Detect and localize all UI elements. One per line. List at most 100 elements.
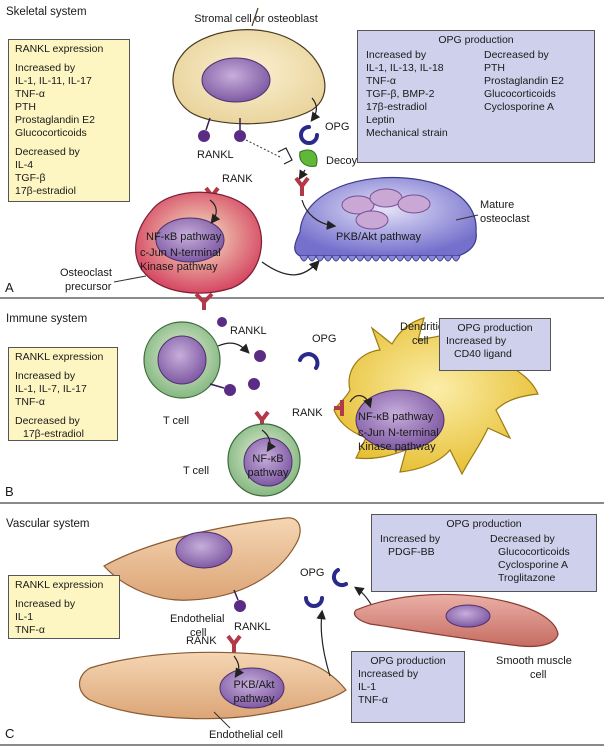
rank-label-b: RANK: [292, 407, 323, 419]
opg-label-b: OPG: [312, 333, 336, 345]
precursor-signal-arrow: [209, 199, 221, 224]
rankl-free-b1: [217, 317, 227, 327]
rank-label-c: RANK: [186, 635, 217, 647]
box-item: Leptin: [366, 114, 395, 126]
rankl-free-b2: [254, 350, 266, 362]
panel-c-opg-box-2: OPG production Increased by IL-1 TNF-α: [351, 651, 465, 723]
rankl-ball-a2: [234, 130, 246, 142]
t-cell-2-nucleus: [243, 437, 293, 487]
osteoclast-nucleus-1: [341, 195, 375, 215]
precursor-label-1: Osteoclast: [60, 267, 112, 279]
smooth-muscle-nucleus: [445, 604, 491, 628]
rankl-ball-c: [234, 600, 246, 612]
box-item: IL-1: [15, 611, 34, 623]
panel-c-rankl-box: RANKL expression Increased by IL-1 TNF-α: [8, 575, 120, 639]
jnk-label-b2: Kinase pathway: [358, 441, 436, 453]
box-item: Troglitazone: [498, 572, 556, 584]
panel-a-letter: A: [5, 280, 14, 295]
rankl-label-a: RANKL: [197, 149, 234, 161]
opg-molecule-a: [299, 125, 319, 145]
rankl-ball-a1: [198, 130, 210, 142]
endothelial-1-nucleus: [175, 531, 233, 569]
box-title: RANKL expression: [15, 579, 104, 591]
rankl-label-c: RANKL: [234, 621, 271, 633]
rankl-stalk-a1: [205, 117, 211, 131]
box-item: IL-1, IL-7, IL-17: [15, 383, 87, 395]
precursor-label-2: precursor: [65, 281, 112, 293]
panel-c-letter: C: [5, 726, 14, 741]
jnk-label-a1: c-Jun N-terminal: [140, 247, 221, 259]
t-cell-2-label: T cell: [183, 465, 209, 477]
dendritic-label-1: Dendritic: [400, 321, 444, 333]
box-item: Prostaglandin E2: [484, 75, 564, 87]
precursor-nucleus: [155, 217, 225, 263]
jnk-label-b1: c-Jun N-terminal: [358, 427, 439, 439]
rankl-label-b: RANKL: [230, 325, 267, 337]
box-subtitle: Increased by: [366, 49, 427, 61]
box-subtitle: Increased by: [15, 62, 76, 74]
box-item: PDGF-BB: [388, 546, 435, 558]
box-title: OPG production: [370, 655, 446, 667]
pkb-label-c2: pathway: [234, 693, 275, 705]
box-item: PTH: [15, 101, 36, 113]
panel-a-opg-box: OPG production Increased by IL-1, IL-13,…: [357, 30, 595, 163]
rankl-free-b3: [248, 378, 260, 390]
dendritic-signal-arrow: [349, 395, 373, 409]
box-item: TNF-α: [366, 75, 396, 87]
box-subtitle: Increased by: [380, 533, 441, 545]
dendritic-label-2: cell: [412, 335, 429, 347]
pkb-label-c1: PKB/Akt: [234, 679, 275, 691]
decoy-bracket: [277, 147, 293, 165]
panel-b-letter: B: [5, 484, 14, 499]
differentiation-arrow: [261, 260, 320, 276]
box-item: 17β-estradiol: [15, 185, 76, 197]
box-item: TNF-α: [15, 624, 45, 636]
endothelial-signal-arrow: [233, 655, 244, 678]
box-subtitle: Increased by: [15, 370, 76, 382]
rank-receptor-a2: [194, 292, 214, 310]
box-title: OPG production: [438, 34, 514, 46]
rankl-stalk-b: [209, 383, 225, 389]
t-cell-1-nucleus: [157, 335, 207, 385]
precursor-label-line: [113, 275, 147, 283]
box-title: OPG production: [446, 518, 522, 530]
endothelial-2-label-line: [213, 711, 231, 729]
box-subtitle: Increased by: [446, 335, 507, 347]
box-subtitle: Increased by: [15, 598, 76, 610]
opg-label-a: OPG: [325, 121, 349, 133]
opg-secretion-arrow: [310, 97, 321, 122]
t-cell-1-label: T cell: [163, 415, 189, 427]
panel-b-opg-box: OPG production Increased by CD40 ligand: [439, 318, 551, 371]
endothelial-opg-arrow: [316, 609, 331, 677]
rank-receptor-c: [226, 634, 242, 654]
osteoclast-ruffled-border: [299, 254, 461, 262]
stromal-cell-process: [251, 7, 259, 27]
box-item: IL-1: [358, 681, 377, 693]
box-title: OPG production: [457, 322, 533, 334]
mature-label-2: osteoclast: [480, 213, 530, 225]
decoy-molecule: [299, 149, 318, 167]
endothelial-2-label: Endothelial cell: [209, 729, 283, 741]
panel-b-rankl-box: RANKL expression Increased by IL-1, IL-7…: [8, 347, 118, 441]
smooth-muscle-label-1: Smooth muscle: [496, 655, 572, 667]
box-subtitle: Decreased by: [15, 415, 80, 427]
panel-b-title: Immune system: [6, 313, 87, 325]
box-subtitle: Decreased by: [484, 49, 549, 61]
osteoclast-nucleus-2: [369, 188, 403, 208]
box-item: 17β-estradiol: [23, 428, 84, 440]
mature-label-1: Mature: [480, 199, 514, 211]
rank-receptor-dendritic: [334, 400, 344, 416]
endothelial-1-label-b: cell: [190, 627, 207, 639]
dendritic-nucleus: [355, 389, 445, 451]
box-item: Mechanical strain: [366, 127, 448, 139]
opg-molecule-b: [298, 352, 320, 370]
decoy-arrow: [298, 169, 308, 181]
rank-label-a: RANK: [222, 173, 253, 185]
box-item: 17β-estradiol: [366, 101, 427, 113]
box-title: RANKL expression: [15, 351, 104, 363]
osteoclast-nucleus-3: [397, 194, 431, 214]
rankl-ball-b: [224, 384, 236, 396]
opg-molecule-c2: [331, 568, 348, 588]
box-subtitle: Decreased by: [15, 146, 80, 158]
